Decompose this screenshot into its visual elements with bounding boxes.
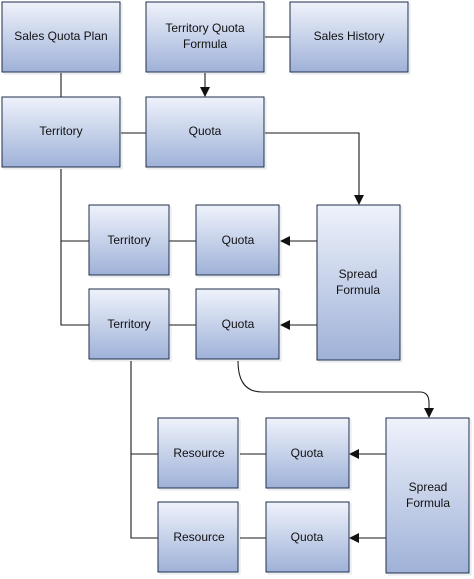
- node-label: Quota: [222, 233, 255, 247]
- node-label: Territory: [107, 233, 150, 247]
- node-label: Resource: [173, 446, 225, 460]
- node-spread-formula-1: Spread Formula: [316, 204, 403, 363]
- node-quota-c: Quota: [265, 417, 352, 491]
- node-label: Territory: [107, 317, 150, 331]
- node-resource-a: Resource: [157, 417, 241, 491]
- node-label-line2: Formula: [183, 37, 227, 51]
- node-label-line2: Formula: [336, 283, 380, 297]
- node-spread-formula-2: Spread Formula: [385, 417, 472, 576]
- node-label-line1: Spread: [409, 480, 448, 494]
- connector-territory-to-children: [60, 169, 89, 326]
- connector-quota-b-to-spread2: [237, 360, 434, 418]
- node-label: Resource: [173, 530, 225, 544]
- node-sales-history: Sales History: [289, 1, 411, 75]
- node-quota-b: Quota: [195, 288, 282, 362]
- node-sales-quota-plan: Sales Quota Plan: [1, 1, 123, 75]
- node-territory-quota-formula: Territory Quota Formula: [145, 1, 267, 75]
- node-label-line1: Spread: [339, 267, 378, 281]
- node-label: Quota: [291, 530, 324, 544]
- node-quota-a: Quota: [195, 204, 282, 278]
- node-label: Sales History: [314, 29, 385, 43]
- node-label: Quota: [222, 317, 255, 331]
- node-resource-b: Resource: [157, 501, 241, 575]
- node-label: Quota: [291, 446, 324, 460]
- connectors: [60, 36, 434, 543]
- node-label: Territory: [39, 124, 82, 138]
- node-label: Sales Quota Plan: [14, 29, 107, 43]
- node-label-line2: Formula: [406, 496, 450, 510]
- node-territory-top: Territory: [1, 96, 123, 170]
- node-territory-a: Territory: [88, 204, 172, 278]
- node-label: Quota: [189, 124, 222, 138]
- connector-territory-b-to-resources: [130, 361, 158, 539]
- node-quota-top: Quota: [145, 96, 267, 170]
- node-quota-d: Quota: [265, 501, 352, 575]
- connector-quota-to-spread1: [265, 132, 364, 205]
- node-label-line1: Territory Quota: [165, 21, 245, 35]
- node-territory-b: Territory: [88, 288, 172, 362]
